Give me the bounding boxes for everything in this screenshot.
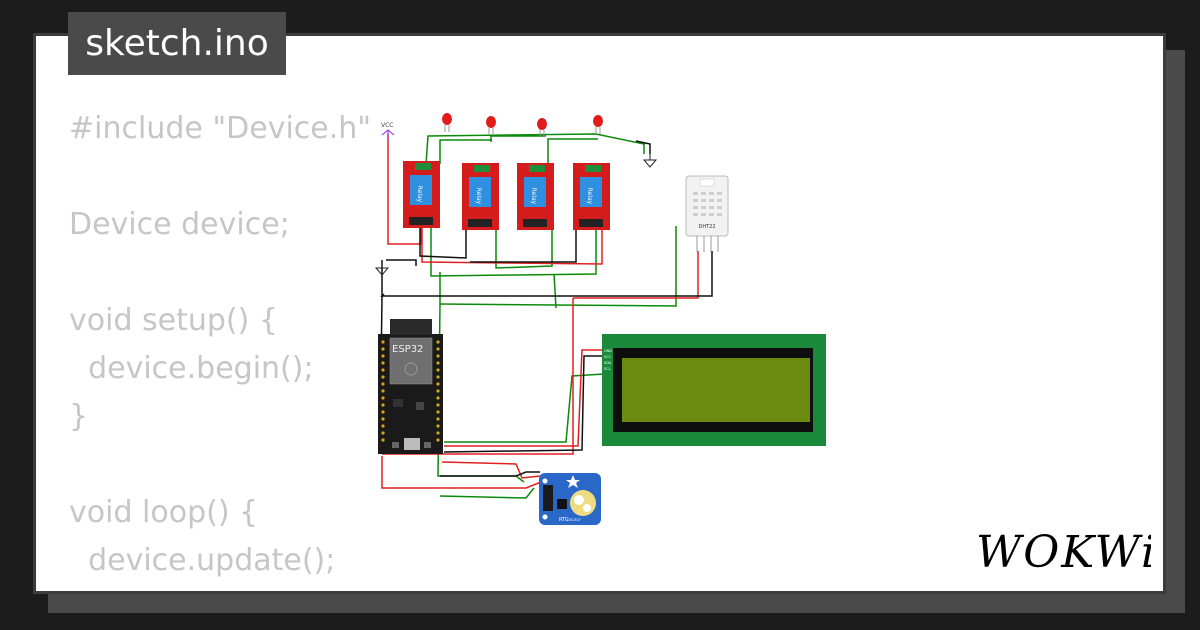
code-preview: #include "Device.h" Device device; void se… bbox=[69, 105, 372, 591]
code-line: void setup() { bbox=[69, 303, 278, 338]
project-card: #include "Device.h" Device device; void se… bbox=[33, 33, 1166, 594]
relay-module: Relay bbox=[573, 163, 610, 230]
wire-red bbox=[421, 226, 603, 265]
svg-text:DHT22: DHT22 bbox=[698, 224, 715, 230]
wire-black bbox=[380, 251, 713, 297]
wire-green bbox=[439, 487, 535, 499]
svg-text:VCC: VCC bbox=[604, 355, 612, 359]
wire-black bbox=[443, 355, 604, 453]
wire-green bbox=[547, 138, 598, 164]
svg-text:SDA: SDA bbox=[604, 361, 612, 365]
wire-green bbox=[439, 139, 492, 164]
file-tab: sketch.ino bbox=[68, 12, 286, 75]
wire-green bbox=[430, 226, 597, 277]
wire-red bbox=[382, 298, 574, 455]
svg-text:ESP32: ESP32 bbox=[392, 344, 423, 355]
wire-green bbox=[444, 373, 605, 443]
wire-black bbox=[386, 259, 417, 266]
svg-text:RTC: RTC bbox=[559, 517, 569, 523]
wires bbox=[379, 133, 713, 499]
vcc-label: VCC bbox=[381, 122, 393, 129]
wire-red bbox=[444, 349, 604, 447]
relay-module: Relay bbox=[517, 163, 554, 230]
svg-text:Relay: Relay bbox=[530, 188, 537, 205]
wire-green bbox=[425, 133, 645, 165]
code-line: device.begin(); bbox=[69, 351, 314, 386]
wire-red bbox=[441, 461, 541, 479]
dht22-sensor: DHT22 bbox=[685, 175, 729, 252]
svg-text:DS1307: DS1307 bbox=[567, 518, 581, 522]
circuit-diagram: VCC Relay bbox=[374, 113, 826, 525]
led bbox=[593, 115, 603, 134]
wire-red bbox=[573, 251, 699, 299]
code-line: void loop() { bbox=[69, 495, 259, 530]
wire-green bbox=[439, 226, 677, 307]
wire-black bbox=[419, 226, 467, 259]
wire-green bbox=[437, 272, 525, 483]
wire-black bbox=[635, 140, 651, 154]
wire-green bbox=[553, 273, 557, 309]
lcd-display: GND VCC SDA SCL bbox=[602, 334, 826, 446]
led bbox=[537, 118, 547, 137]
relay-module: Relay bbox=[462, 163, 499, 230]
rtc-module: RTC DS1307 bbox=[539, 473, 601, 525]
wokwi-logo-mark: WOKWi bbox=[976, 527, 1155, 578]
esp32-board: ESP32 bbox=[378, 319, 443, 454]
wokwi-logo: WOKWi bbox=[976, 527, 1155, 581]
wire-black bbox=[440, 471, 540, 477]
code-line: Device device; bbox=[69, 207, 290, 242]
svg-text:Relay: Relay bbox=[586, 188, 593, 205]
svg-text:Relay: Relay bbox=[416, 186, 423, 203]
wire-red bbox=[387, 134, 422, 245]
wire-black bbox=[470, 226, 577, 263]
gnd-symbol bbox=[642, 154, 658, 168]
code-line: #include "Device.h" bbox=[69, 111, 372, 146]
wokwi-logo-text: WOKWi bbox=[976, 527, 1151, 577]
svg-text:SCL: SCL bbox=[604, 367, 611, 371]
led bbox=[486, 116, 496, 135]
led bbox=[442, 113, 452, 132]
svg-text:Relay: Relay bbox=[475, 188, 482, 205]
gnd-symbol bbox=[374, 262, 390, 276]
svg-text:GND: GND bbox=[604, 349, 612, 353]
wire-green bbox=[495, 228, 553, 269]
code-line: } bbox=[69, 399, 89, 434]
relay-module: Relay bbox=[403, 161, 440, 228]
wire-green bbox=[490, 135, 546, 142]
code-line: device.update(); bbox=[69, 543, 336, 578]
vcc-symbol: VCC bbox=[381, 122, 395, 140]
wire-red bbox=[381, 456, 542, 489]
